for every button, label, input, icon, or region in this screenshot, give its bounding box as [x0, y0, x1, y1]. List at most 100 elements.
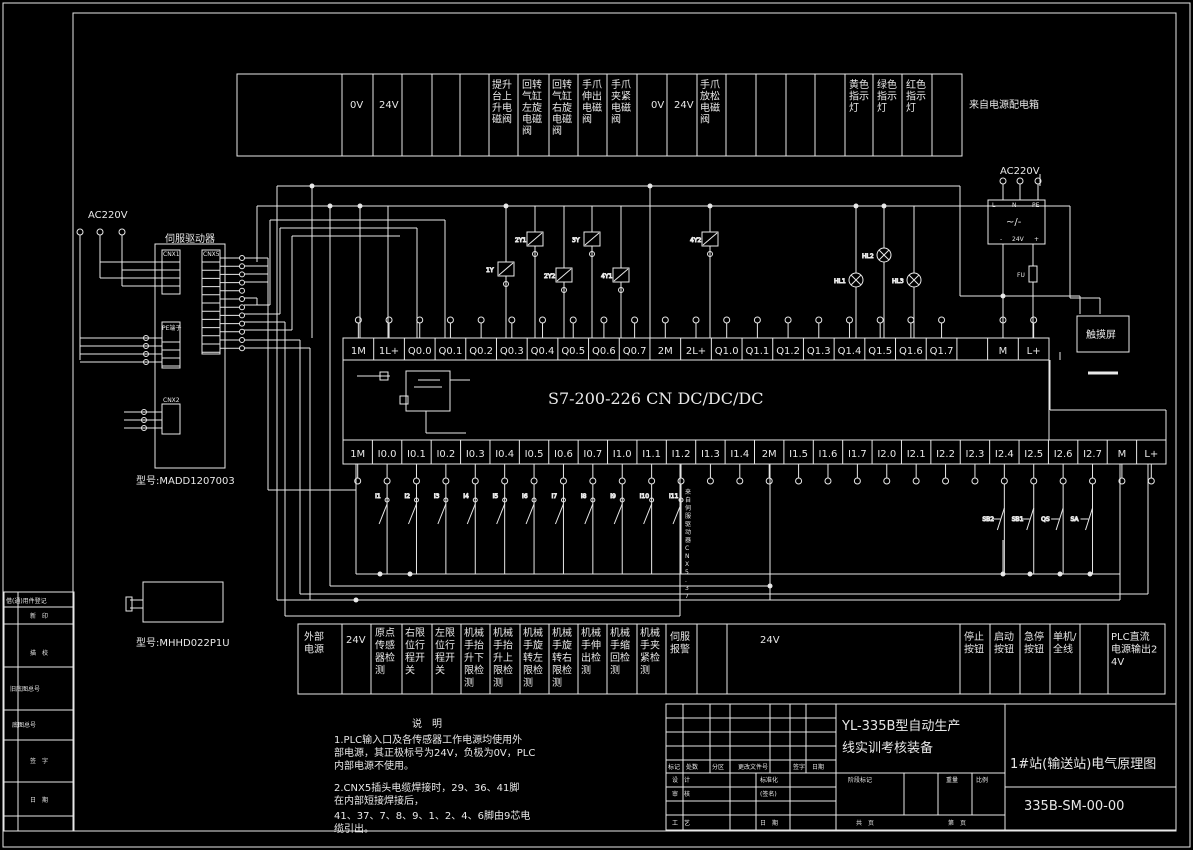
button-label: SB1 [1012, 516, 1024, 523]
junction-dots [309, 183, 1093, 603]
plc-bottom-terminal: I1.7 [848, 449, 867, 460]
bottom-label-24v-b: 24V [760, 635, 780, 646]
plc-bottom-terminal: I0.3 [466, 449, 485, 460]
ps-label-plus: + [1034, 236, 1039, 243]
sensor-contact [554, 503, 564, 525]
tb-label-change: 更改文件号 [738, 763, 768, 771]
bottom-label-24v-a: 24V [346, 635, 366, 646]
coil-label: 4Y1 [601, 273, 612, 280]
sensor-contact [466, 503, 476, 525]
sensor-contact [584, 503, 594, 525]
plc-bottom-terminal: I1.5 [789, 449, 808, 460]
input-label: I10 [640, 493, 650, 500]
plc-top-terminal: 1M [351, 346, 366, 357]
sensor-contact [496, 503, 506, 525]
tb-label-count: 处数 [686, 763, 698, 771]
plc-internal-symbol [357, 370, 1118, 434]
input-label: I1 [375, 493, 381, 500]
plc-bottom-terminal: I0.6 [554, 449, 573, 460]
plc-bottom-terminal: I1.2 [672, 449, 691, 460]
input-label: I11 [669, 493, 679, 500]
top-label-claw-clamp: 手爪夹紧电磁阀 [611, 78, 631, 126]
bottom-label-table: 24V 24V [297, 623, 1166, 695]
tb-label-scale: 比例 [976, 776, 988, 784]
plc-bottom-terminal: I0.7 [583, 449, 602, 460]
lamp-label: HL1 [834, 278, 846, 285]
bottom-label-rot-left: 机械手旋转左限检测 [523, 626, 543, 689]
tb-label-date: 日期 [812, 763, 824, 771]
bottom-label-start: 启动按钮 [994, 630, 1014, 656]
top-label-power-box: 来自电源配电箱 [969, 98, 1039, 111]
input-label: I7 [551, 493, 557, 500]
top-label-rotate-right: 回转气缸右旋电磁阀 [552, 78, 572, 137]
plc-bottom-terminal: I2.4 [995, 449, 1014, 460]
note-line-2: 部电源，其正极标号为24V，负极为0V，PLC [334, 746, 535, 759]
button-contact [1055, 507, 1064, 531]
button-contact [996, 507, 1005, 531]
title-main-line1: YL-335B型自动生产 [841, 719, 960, 734]
coil-label: 2Y1 [515, 237, 526, 244]
plc-top-terminal: Q0.5 [561, 346, 585, 357]
plc-bottom-terminal: I1.1 [642, 449, 661, 460]
top-label-0v-a: 0V [350, 100, 363, 111]
button-label: SA [1071, 516, 1080, 523]
plc-bottom-terminal: I2.7 [1083, 449, 1102, 460]
plc-top-terminal: Q1.1 [746, 346, 770, 357]
sensor-contact [525, 503, 535, 525]
plc-top-terminal: Q0.4 [531, 346, 555, 357]
bottom-label-estop: 急停按钮 [1024, 630, 1044, 656]
tb-label-sign: 签字 [793, 763, 805, 771]
input-label: I8 [581, 493, 587, 500]
bottom-label-clamp: 机械手夹紧检测 [640, 626, 660, 677]
plc-top-terminal: Q1.0 [715, 346, 739, 357]
motor-model: 型号:MHHD022P1U [136, 636, 230, 649]
top-label-claw-extend: 手爪伸出电磁阀 [582, 78, 602, 126]
bottom-label-mode: 单机/全线 [1053, 630, 1077, 656]
top-label-rotate-left: 回转气缸左旋电磁阀 [522, 78, 542, 137]
tb-label-page: 第 页 [948, 819, 966, 827]
plc-top-terminal: Q0.2 [469, 346, 493, 357]
lamp-label: HL2 [862, 253, 874, 260]
bottom-label-stop: 停止按钮 [964, 630, 984, 656]
ps-label-acdc: ~/- [1006, 217, 1022, 228]
bottom-label-retract: 机械手缩回检测 [610, 626, 630, 677]
plc-bottom-terminal: I2.5 [1024, 449, 1043, 460]
plc-bottom-terminal: I2.1 [907, 449, 926, 460]
plc-top-terminal: Q1.5 [868, 346, 892, 357]
tb-label-signature: (签名) [760, 790, 777, 798]
tb-label-review: 审 核 [672, 790, 690, 798]
strip-label-6: 日 期 [30, 796, 48, 804]
plc-bottom-terminal: I2.3 [966, 449, 985, 460]
input-label: I4 [463, 493, 469, 500]
plc-top-terminal: M [999, 346, 1008, 357]
touchscreen-label: 触摸屏 [1086, 328, 1116, 341]
plc-top-terminal: Q1.6 [899, 346, 923, 357]
bottom-wrapped-labels: 外部电源 原点传感器检测 右限位行程开关 左限位行程开关 机械手抬升下限检测 机… [304, 626, 1157, 689]
bottom-label-servo-alarm: 伺服报警 [670, 630, 690, 656]
tb-label-process: 工 艺 [672, 819, 690, 827]
plc-bottom-terminal: I0.5 [525, 449, 544, 460]
sensor-contact [643, 503, 653, 525]
tb-label-design: 设 计 [672, 776, 690, 784]
plc-top-terminal: Q1.4 [838, 346, 862, 357]
plc-bottom-terminal: I0.1 [407, 449, 426, 460]
servo-cnx5: CNX5 [203, 251, 220, 258]
tb-label-zone: 分区 [712, 763, 724, 771]
notes-title: 说 明 [412, 717, 442, 730]
plc-bottom-terminal: I2.6 [1054, 449, 1073, 460]
coil-label: 4Y2 [690, 237, 701, 244]
servo-drive: 伺服驱动器 CNX1 CNX5 PE端子 CNX2 型号:MADD1207003 [136, 232, 235, 487]
ac220-left: AC220V [76, 210, 162, 429]
top-label-green-lamp: 绿色指示灯 [877, 78, 897, 114]
bottom-label-left-limit: 左限位行程开关 [435, 626, 455, 677]
ac-right-label: AC220V [1000, 166, 1040, 177]
note-line-7: 缆引出。 [334, 822, 374, 835]
tb-label-mark: 标记 [668, 763, 680, 771]
